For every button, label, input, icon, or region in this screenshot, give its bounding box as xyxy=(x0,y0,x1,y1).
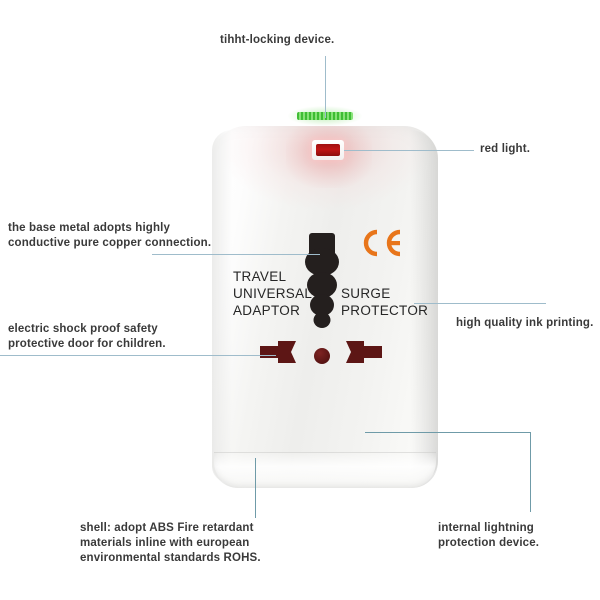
annotation-high-quality-ink-printing: high quality ink printing. xyxy=(456,317,594,329)
right-pin-socket xyxy=(344,338,384,366)
leader-base-metal xyxy=(152,254,320,255)
annotation-shell-abs: shell: adopt ABS Fire retardant material… xyxy=(80,522,261,564)
leader-internal-lightning-v xyxy=(530,432,531,512)
ce-mark-icon xyxy=(357,228,403,258)
annotation-base-metal: the base metal adopts highly conductive … xyxy=(8,222,212,249)
leader-shell-abs xyxy=(255,458,256,518)
device-print-left: TRAVEL UNIVERSAL ADAPTOR xyxy=(233,269,313,318)
annotation-red-light: red light. xyxy=(480,143,531,155)
leader-internal-lightning-h xyxy=(365,432,530,433)
device-print-right: SURGE PROTECTOR xyxy=(341,286,429,318)
adaptor-left-edge-shading xyxy=(212,130,232,482)
annotation-internal-lightning-protection: internal lightning protection device. xyxy=(438,522,540,549)
centre-universal-socket xyxy=(305,233,339,333)
leader-high-quality-ink-printing xyxy=(414,303,546,304)
leader-red-light xyxy=(344,150,474,151)
annotation-tight-locking-device: tihht-locking device. xyxy=(220,34,335,46)
left-pin-socket xyxy=(258,338,298,366)
adaptor-right-edge-shading xyxy=(410,130,438,482)
red-indicator-light xyxy=(316,144,340,156)
annotation-safety-door: electric shock proof safety protective d… xyxy=(8,323,166,350)
leader-tight-locking-device xyxy=(325,56,326,118)
leader-safety-door xyxy=(0,355,276,356)
centre-earth-hole xyxy=(314,348,330,364)
adaptor-bottom-rim xyxy=(214,452,436,488)
